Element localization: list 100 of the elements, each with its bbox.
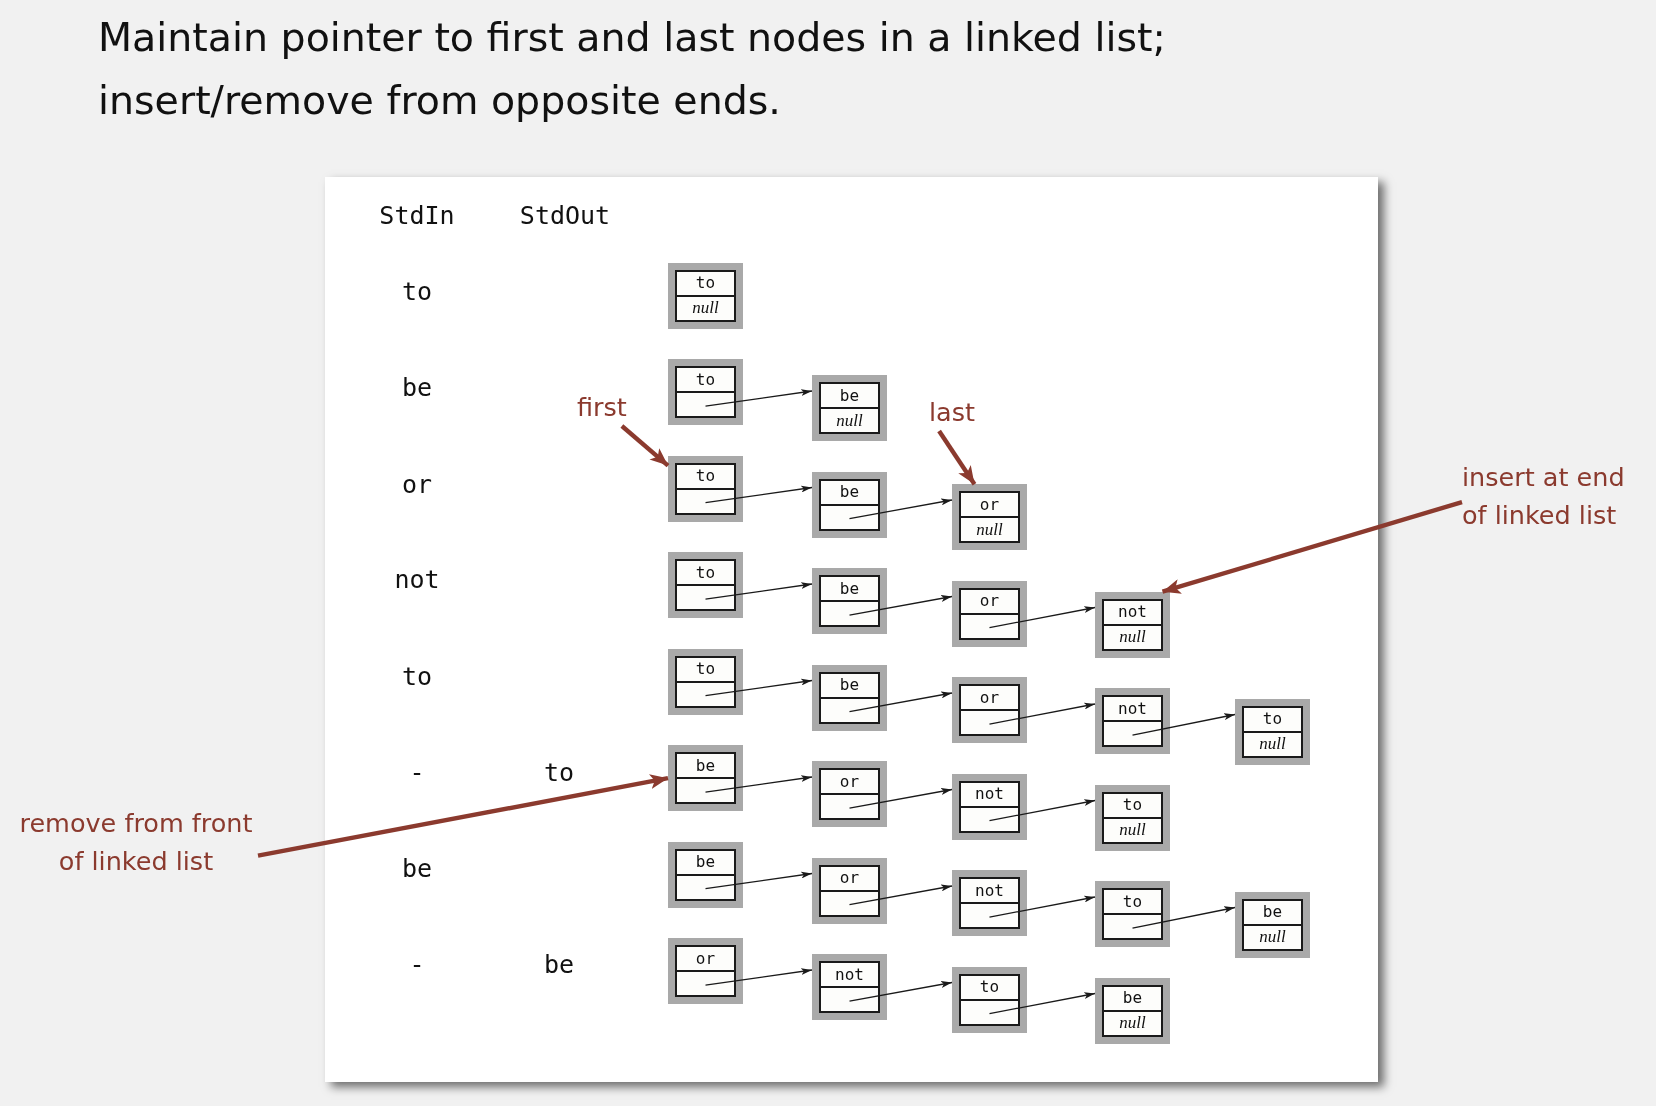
- annotation-text: first: [577, 388, 627, 426]
- list-node: [1235, 891, 1310, 958]
- output-token: be: [543, 950, 575, 980]
- null-text: null: [1119, 628, 1146, 647]
- item-text: or: [979, 592, 1000, 611]
- arrow: [704, 389, 813, 407]
- arrow: [988, 799, 1096, 822]
- arrow: [704, 582, 813, 600]
- item-text: not: [975, 785, 1004, 804]
- list-node: [1095, 784, 1170, 851]
- column-header: StdOut: [519, 201, 611, 231]
- null-text: null: [976, 520, 1003, 539]
- list-node: [1095, 688, 1170, 755]
- null-text: null: [1119, 821, 1146, 840]
- item-text: to: [695, 274, 716, 293]
- list-node: [812, 761, 887, 828]
- arrow: [704, 968, 813, 986]
- annotation-text: remove from front of linked list: [14, 804, 258, 880]
- list-node: [952, 966, 1027, 1033]
- list-node: [668, 552, 743, 619]
- list-node: [952, 773, 1027, 840]
- arrow: [1131, 906, 1236, 929]
- list-node: [952, 870, 1027, 937]
- item-text: not: [1118, 699, 1147, 718]
- arrow: [848, 595, 953, 616]
- arrow: [620, 424, 670, 468]
- input-token: be: [401, 372, 433, 403]
- arrow: [704, 485, 813, 504]
- annotation-text: insert at end of linked list: [1462, 458, 1640, 534]
- item-text: or: [979, 495, 1000, 514]
- item-text: or: [839, 869, 860, 888]
- null-text: null: [692, 299, 719, 318]
- item-text: be: [695, 853, 716, 872]
- item-text: to: [695, 467, 716, 486]
- list-node: [812, 568, 887, 635]
- list-node: [952, 484, 1027, 551]
- item-text: to: [695, 370, 716, 389]
- item-text: or: [695, 949, 716, 968]
- annotation-text: last: [929, 393, 975, 431]
- input-token: -: [409, 950, 425, 980]
- item-text: be: [839, 579, 860, 598]
- arrow: [704, 871, 813, 890]
- item-text: or: [839, 772, 860, 791]
- item-text: be: [839, 483, 860, 502]
- item-text: or: [979, 688, 1000, 707]
- output-token: to: [543, 758, 575, 788]
- arrow: [704, 678, 813, 697]
- arrow: [848, 981, 953, 1002]
- input-token: or: [401, 469, 433, 500]
- arrow: [848, 498, 953, 520]
- list-node: [668, 648, 743, 715]
- arrow: [257, 774, 669, 858]
- list-node: [668, 938, 743, 1005]
- item-text: to: [979, 978, 1000, 997]
- item-text: be: [1262, 903, 1283, 922]
- arrow: [988, 992, 1096, 1015]
- arrow: [848, 788, 953, 809]
- list-node: [952, 580, 1027, 647]
- input-token: to: [401, 276, 433, 307]
- item-text: to: [1122, 796, 1143, 815]
- item-text: to: [695, 563, 716, 582]
- arrow: [988, 702, 1096, 725]
- item-text: be: [839, 386, 860, 405]
- null-text: null: [1259, 735, 1286, 754]
- arrow: [1161, 500, 1463, 594]
- arrow: [988, 606, 1096, 629]
- item-text: be: [1122, 989, 1143, 1008]
- list-node: [812, 471, 887, 538]
- list-node: [812, 664, 887, 731]
- arrow: [848, 691, 953, 713]
- list-node: [1235, 698, 1310, 765]
- list-node: [668, 359, 743, 426]
- title-text: Maintain pointer to first and last nodes in a linked list; insert/remove from opposite ends.: [98, 13, 1167, 125]
- list-node: [812, 375, 887, 442]
- input-token: to: [401, 662, 433, 692]
- null-text: null: [1259, 928, 1286, 947]
- arrow: [704, 775, 813, 793]
- item-text: be: [695, 756, 716, 775]
- item-text: be: [839, 676, 860, 695]
- list-node: [952, 677, 1027, 744]
- arrow: [848, 884, 953, 906]
- list-node: [1095, 591, 1170, 658]
- null-text: null: [1119, 1014, 1146, 1033]
- list-node: [668, 262, 743, 329]
- input-token: be: [401, 854, 433, 884]
- list-node: [812, 954, 887, 1021]
- item-text: to: [695, 660, 716, 679]
- item-text: not: [835, 965, 864, 984]
- list-node: [812, 857, 887, 924]
- input-token: -: [409, 758, 425, 788]
- list-node: [668, 841, 743, 908]
- list-node: [668, 455, 743, 522]
- item-text: to: [1262, 710, 1283, 729]
- item-text: not: [1118, 603, 1147, 622]
- column-header: StdIn: [379, 201, 455, 231]
- list-node: [1095, 977, 1170, 1044]
- item-text: to: [1122, 892, 1143, 911]
- arrow: [1131, 713, 1236, 736]
- list-node: [1095, 881, 1170, 948]
- arrow: [988, 895, 1096, 918]
